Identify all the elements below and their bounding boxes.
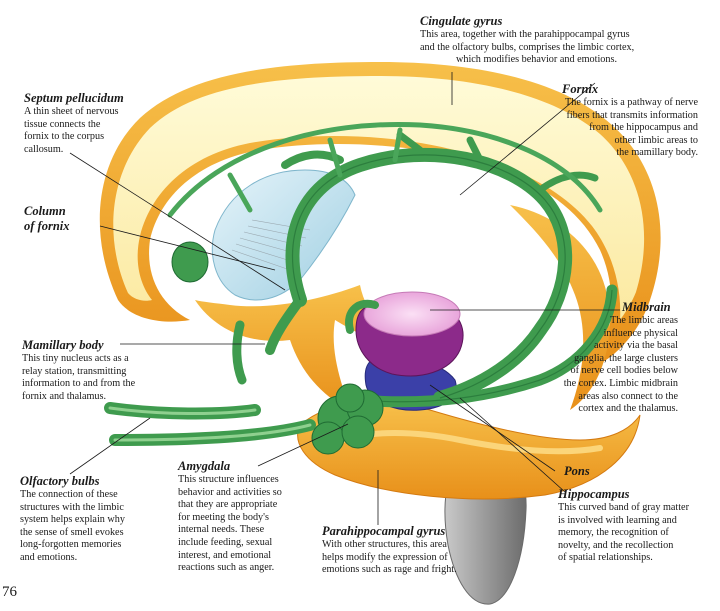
septum-line-3: fornix to the corpus <box>24 131 105 143</box>
amygdala-line-7: interest, and emotional <box>178 549 272 561</box>
amygdala-title: Amygdala <box>178 459 231 473</box>
olfactory-line-5: long-forgotten memories <box>20 539 122 551</box>
olfactory-line-4: the sense of smell evokes <box>20 526 124 538</box>
hippocampus-line-3: memory, the recognition of <box>558 527 669 539</box>
midbrain-line-7: areas also connect to the <box>578 390 678 402</box>
fornix-line-3: from the hippocampus and <box>589 122 698 134</box>
amygdala-line-3: that they are appropriate <box>178 499 278 511</box>
mamillary-line-1: This tiny nucleus acts as a <box>22 353 129 364</box>
amygdala-line-6: include feeding, sexual <box>178 536 273 548</box>
parahippocampal-line-1: With other structures, this area <box>322 539 447 550</box>
parahippocampal-gyrus <box>297 401 641 500</box>
column-title-2: of fornix <box>24 219 70 233</box>
fornix-title: Fornix <box>562 82 599 96</box>
hippocampus-line-1: This curved band of gray matter <box>558 502 689 513</box>
amygdala-line-1: This structure influences <box>178 474 279 485</box>
olfactory-line-2: structures with the limbic <box>20 501 124 513</box>
hippocampus-title: Hippocampus <box>558 487 630 501</box>
septum-line-4: callosum. <box>24 143 64 155</box>
olfactory-bulbs-title: Olfactory bulbs <box>20 474 100 488</box>
midbrain-line-4: ganglia, the large clusters <box>574 352 678 364</box>
pons-title: Pons <box>564 464 590 478</box>
mamillary-body-title: Mamillary body <box>22 338 104 352</box>
lower-orange-band <box>195 285 410 410</box>
fornix-line-2: fibers that transmits information <box>566 109 698 121</box>
midbrain-label: Midbrain The limbic areas influence phys… <box>524 300 678 416</box>
septum-pellucidum-title: Septum pellucidum <box>24 91 124 105</box>
parahippocampal-line-3: emotions such as rage and fright. <box>322 564 457 576</box>
midbrain-line-5: of nerve cell bodies below <box>570 365 679 377</box>
hippocampus-line-4: novelty, and the recollection <box>558 539 674 551</box>
olfactory-line-6: and emotions. <box>20 551 78 563</box>
fornix-label: Fornix The fornix is a pathway of nerve … <box>520 82 698 160</box>
cingulate-line-3: which modifies behavior and emotions. <box>456 54 617 66</box>
midbrain-line-8: cortex and the thalamus. <box>578 403 678 415</box>
page-number: 76 <box>2 584 17 600</box>
amygdala-line-8: reactions such as anger. <box>178 562 275 574</box>
amygdala-line-2: behavior and activities so <box>178 486 282 498</box>
mamillary-line-3: information to and from the <box>22 378 136 390</box>
mamillary-line-4: fornix and thalamus. <box>22 390 107 402</box>
midbrain-line-3: activity via the basal <box>593 340 678 352</box>
pons-label: Pons <box>564 464 624 479</box>
fornix-line-1: The fornix is a pathway of nerve <box>565 97 698 108</box>
amygdala <box>311 383 384 455</box>
amygdala-line-4: for meeting the body's <box>178 511 269 523</box>
septum-line-1: A thin sheet of nervous <box>24 106 119 117</box>
hippocampus-line-2: is involved with learning and <box>558 514 677 526</box>
septum-pellucidum <box>211 169 356 301</box>
mamillary-line-2: relay station, transmitting <box>22 365 127 377</box>
column-of-fornix-label: Column of fornix <box>24 204 134 234</box>
fornix-line-5: the mamillary body. <box>616 147 698 159</box>
midbrain-line-1: The limbic areas <box>610 315 678 326</box>
cingulate-gyrus <box>113 76 645 320</box>
midbrain-line-2: influence physical <box>603 327 678 339</box>
fornix-line-4: other limbic areas to <box>614 134 698 146</box>
septum-line-2: tissue connects the <box>24 118 101 130</box>
olfactory-line-3: system helps explain why <box>20 514 125 526</box>
parahippocampal-line-2: helps modify the expression of <box>322 551 448 563</box>
parahippocampal-gyrus-label: Parahippocampal gyrus With other structu… <box>322 524 512 577</box>
midbrain-line-6: the cortex. Limbic midbrain <box>563 377 678 389</box>
column-title-1: Column <box>24 204 66 218</box>
cingulate-line-2: and the olfactory bulbs, comprises the l… <box>420 41 635 53</box>
cingulate-gyrus-title: Cingulate gyrus <box>420 14 503 28</box>
septum-pellucidum-label: Septum pellucidum A thin sheet of nervou… <box>24 91 164 156</box>
midbrain-title: Midbrain <box>622 300 671 314</box>
olfactory-bulbs-label: Olfactory bulbs The connection of these … <box>20 474 170 565</box>
cingulate-line-1: This area, together with the parahippoca… <box>420 29 630 40</box>
amygdala-line-5: internal needs. These <box>178 524 265 536</box>
hippocampus-label: Hippocampus This curved band of gray mat… <box>558 487 720 565</box>
parahippocampal-gyrus-title: Parahippocampal gyrus <box>322 524 446 538</box>
mamillary-body-label: Mamillary body This tiny nucleus acts as… <box>22 338 182 403</box>
amygdala-label: Amygdala This structure influences behav… <box>178 459 318 575</box>
hippocampus-line-5: of spatial relationships. <box>558 552 653 564</box>
cingulate-gyrus-label: Cingulate gyrus This area, together with… <box>420 14 720 67</box>
right-orange-lobe <box>510 205 610 410</box>
anterior-commissure <box>171 241 209 283</box>
midbrain-top <box>363 291 461 337</box>
olfactory-line-1: The connection of these <box>20 489 118 500</box>
